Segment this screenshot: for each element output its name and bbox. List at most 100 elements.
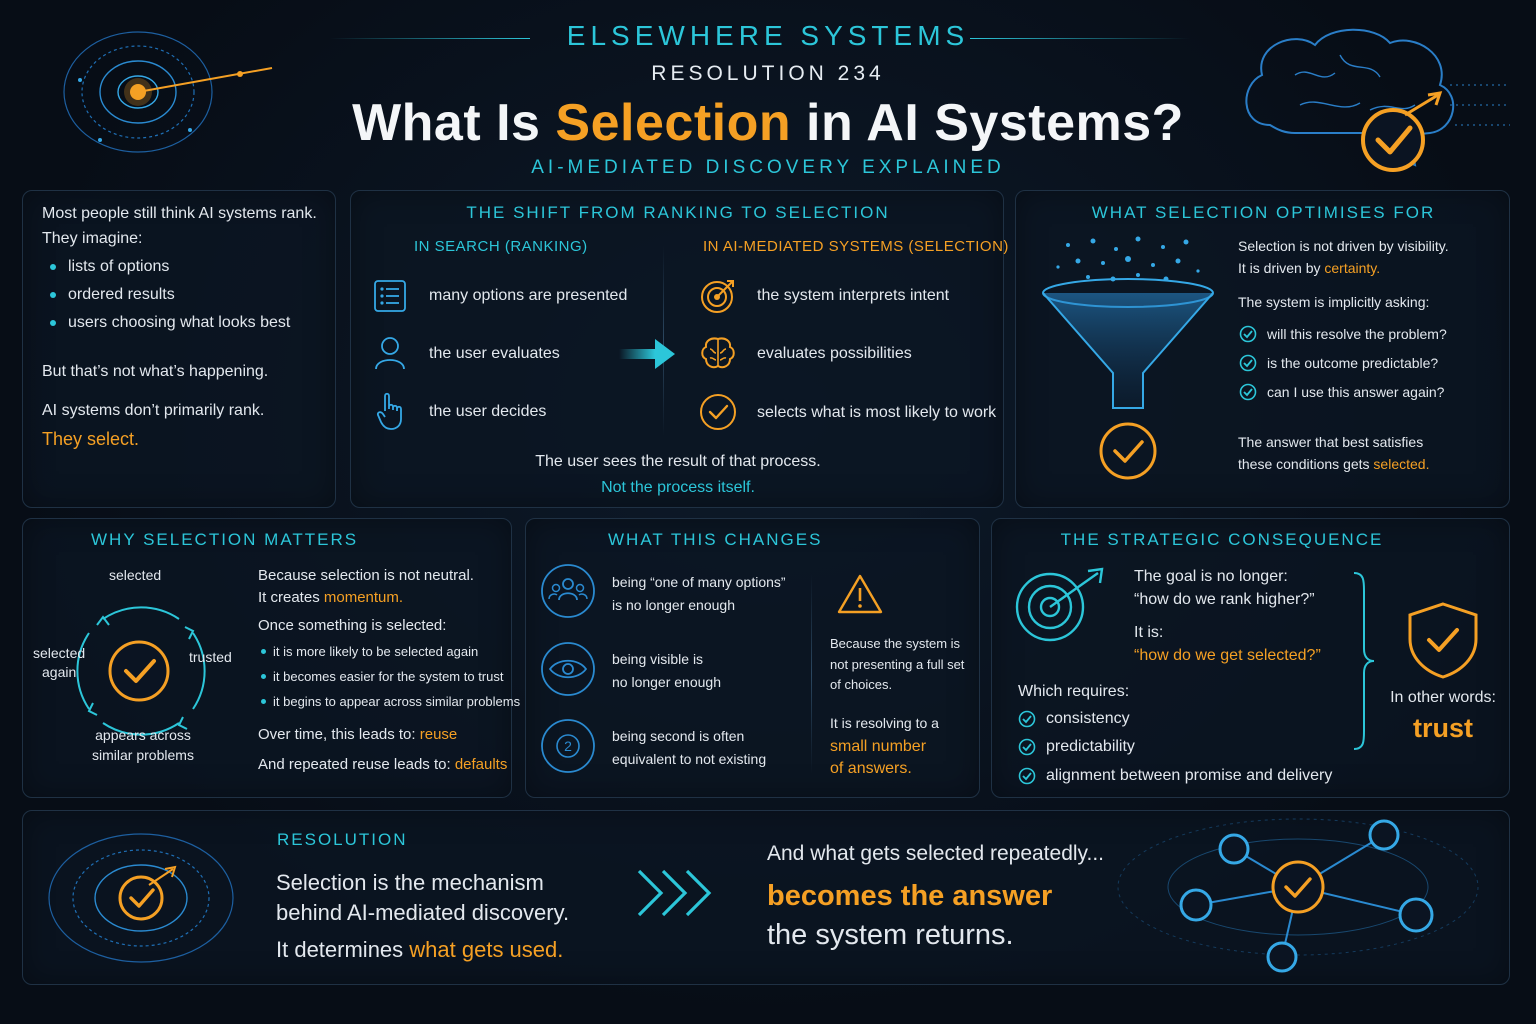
number-badge-icon xyxy=(541,719,595,773)
optimises-check-1: will this resolve the problem? xyxy=(1267,326,1447,342)
cycle-left-1: selected xyxy=(33,645,86,661)
changes-item-2-line1: being visible is xyxy=(612,651,704,667)
bullet-dot xyxy=(50,292,56,298)
optimises-line3: The system is implicitly asking: xyxy=(1238,294,1430,310)
resolution-line2: behind AI-mediated discovery. xyxy=(276,900,570,925)
radar-icon xyxy=(48,833,234,963)
title-pre: What Is xyxy=(352,94,556,152)
group-icon xyxy=(541,564,595,618)
chevrons-right-icon xyxy=(637,869,712,917)
pointer-hand-icon xyxy=(376,392,402,430)
why-line2: It creates momentum. xyxy=(258,588,403,608)
why-line5-pre: And repeated reuse leads to: xyxy=(258,756,455,773)
shift-right-item-3: selects what is most likely to work xyxy=(757,404,997,421)
strategic-line1: The goal is no longer: xyxy=(1134,568,1288,585)
resolution-right-3: the system returns. xyxy=(767,919,1014,951)
resolution-label: RESOLUTION 234 xyxy=(651,62,885,85)
cycle-right: trusted xyxy=(189,649,232,665)
check-circle-icon xyxy=(1018,767,1036,785)
optimises-line1: Selection is not driven by visibility. xyxy=(1238,238,1449,254)
brace-icon xyxy=(1353,572,1375,750)
strategic-trust: trust xyxy=(1413,713,1473,743)
number-badge: 2 xyxy=(564,738,572,754)
changes-side-4: It is resolving to a xyxy=(830,715,939,731)
intro-line4: AI systems don’t primarily rank. xyxy=(42,402,265,419)
optimises-line2-pre: It is driven by xyxy=(1238,260,1325,276)
changes-side-2: not presenting a full set xyxy=(830,657,965,672)
why-title: WHY SELECTION MATTERS xyxy=(91,530,359,549)
why-line4: Over time, this leads to: reuse xyxy=(258,725,457,745)
shift-footer-2: Not the process itself. xyxy=(601,479,755,496)
why-line2-pre: It creates xyxy=(258,589,324,606)
strategic-line3: It is: xyxy=(1134,624,1164,641)
shield-check-icon xyxy=(1408,602,1478,679)
intro-bullet-1: lists of options xyxy=(68,258,170,275)
why-panel: WHY SELECTION MATTERS selected trusted a… xyxy=(22,518,520,798)
resolution-panel: RESOLUTION Selection is the mechanism be… xyxy=(22,810,1510,985)
why-bullet-2: it becomes easier for the system to trus… xyxy=(273,669,504,684)
page-subtitle: AI-MEDIATED DISCOVERY EXPLAINED xyxy=(531,157,1005,178)
check-circle-icon xyxy=(1239,383,1257,401)
shift-left-item-3: the user decides xyxy=(429,403,547,420)
bullet-dot xyxy=(50,320,56,326)
resolution-right-1: And what gets selected repeatedly... xyxy=(767,842,1104,865)
warning-icon xyxy=(837,574,883,614)
why-line5: And repeated reuse leads to: defaults xyxy=(258,755,507,775)
changes-side-1: Because the system is xyxy=(830,636,961,651)
bullet-dot xyxy=(50,264,56,270)
header-line-right xyxy=(970,38,1190,39)
intro-line2: They imagine: xyxy=(42,230,143,247)
why-line5-highlight: defaults xyxy=(454,756,508,773)
bullet-dot xyxy=(261,674,266,679)
shift-left-item-2: the user evaluates xyxy=(429,345,560,362)
intro-line3: But that’s not what’s happening. xyxy=(42,363,269,380)
intro-panel: Most people still think AI systems rank.… xyxy=(22,190,336,508)
shift-footer-1: The user sees the result of that process… xyxy=(535,453,821,470)
intro-bullet-2: ordered results xyxy=(68,286,175,303)
user-icon xyxy=(375,337,405,370)
optimises-check-3: can I use this answer again? xyxy=(1267,384,1445,400)
resolution-line3-pre: It determines xyxy=(276,937,410,962)
resolution-line1: Selection is the mechanism xyxy=(276,870,544,895)
changes-panel: WHAT THIS CHANGES being “one of many opt… xyxy=(525,518,980,798)
cycle-left-2: again xyxy=(42,664,77,680)
shift-right-item-1: the system interprets intent xyxy=(757,287,950,304)
radar-icon xyxy=(63,31,273,153)
why-bullet-3: it begins to appear across similar probl… xyxy=(273,694,521,709)
brain-check-icon xyxy=(1245,28,1510,172)
changes-title: WHAT THIS CHANGES xyxy=(608,530,823,549)
page-title: What Is Selection in AI Systems? xyxy=(0,93,1536,153)
check-circle-icon xyxy=(1239,354,1257,372)
shift-panel: THE SHIFT FROM RANKING TO SELECTION IN S… xyxy=(350,190,1008,508)
strategic-line4: “how do we get selected?” xyxy=(1134,647,1321,664)
optimises-panel: WHAT SELECTION OPTIMISES FOR Selection i… xyxy=(1015,190,1510,508)
strategic-check-2: predictability xyxy=(1046,738,1135,755)
bullet-dot xyxy=(261,699,266,704)
funnel-icon xyxy=(1042,236,1214,480)
shift-left-item-1: many options are presented xyxy=(429,287,628,304)
cycle-bottom-2: similar problems xyxy=(92,747,194,763)
bullet-dot xyxy=(261,649,266,654)
resolution-right-2: becomes the answer xyxy=(767,880,1053,912)
why-line3: Once something is selected: xyxy=(258,617,447,634)
shift-right-heading: IN AI-MEDIATED SYSTEMS (SELECTION) xyxy=(703,238,1009,255)
target-arrow-icon xyxy=(1015,567,1104,642)
changes-item-3-line2: equivalent to not existing xyxy=(612,751,767,767)
cycle-top: selected xyxy=(109,567,162,583)
changes-side-3: of choices. xyxy=(830,677,893,692)
optimises-line4: The answer that best satisfies xyxy=(1238,434,1424,450)
network-icon xyxy=(1117,818,1479,973)
optimises-line2-highlight: certainty. xyxy=(1324,260,1381,276)
optimises-line5: these conditions gets selected. xyxy=(1238,454,1429,474)
strategic-title: THE STRATEGIC CONSEQUENCE xyxy=(1060,530,1384,549)
target-icon xyxy=(701,280,734,313)
shift-left-heading: IN SEARCH (RANKING) xyxy=(414,238,588,255)
changes-item-3-line1: being second is often xyxy=(612,728,745,744)
shift-right-item-2: evaluates possibilities xyxy=(757,345,912,362)
intro-line1: Most people still think AI systems rank. xyxy=(42,205,317,222)
strategic-line5: Which requires: xyxy=(1018,683,1130,700)
intro-line5: They select. xyxy=(42,429,140,449)
shift-divider xyxy=(663,246,664,436)
changes-side-5: small number xyxy=(830,738,927,755)
why-line2-highlight: momentum. xyxy=(323,589,404,606)
